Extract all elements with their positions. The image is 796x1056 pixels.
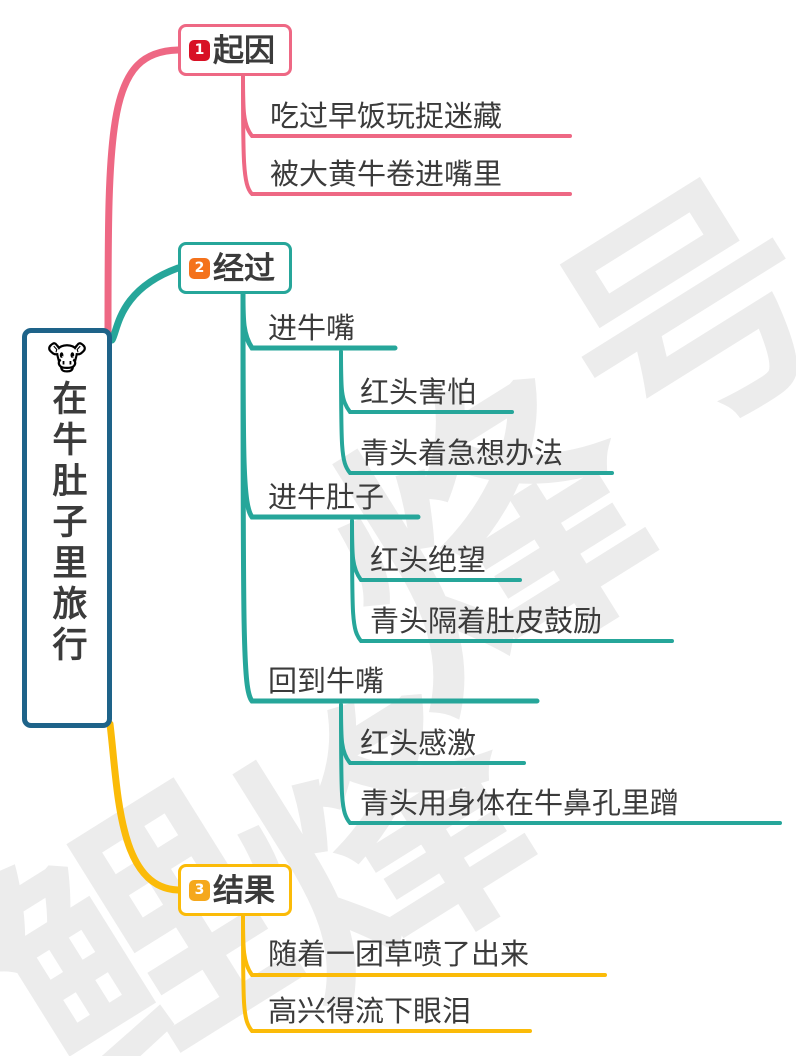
leaf-node-2-2-1[interactable]: 红头绝望 (370, 545, 487, 577)
connector-group-3 (106, 720, 182, 894)
sub-node-2-2[interactable]: 进牛肚子 (268, 482, 385, 514)
leaf-node-3-2[interactable]: 高兴得流下眼泪 (268, 996, 472, 1028)
branch-badge-2: 2 (189, 257, 210, 279)
root-node[interactable]: 🐮 在牛肚子里旅行 (22, 328, 112, 728)
leaf-node-2-3-2[interactable]: 青头用身体在牛鼻孔里蹭 (360, 788, 680, 820)
branch-label-3: 结果 (213, 872, 275, 908)
connector-group-1 (104, 46, 182, 340)
leaf-node-2-1-1[interactable]: 红头害怕 (360, 377, 477, 409)
leaf-node-2-2-2[interactable]: 青头隔着肚皮鼓励 (370, 606, 603, 638)
branch-label-1: 起因 (213, 32, 275, 68)
leaf-node-1-1[interactable]: 吃过早饭玩捉迷藏 (270, 101, 503, 133)
branch-node-2[interactable]: 2 经过 (178, 242, 292, 294)
leaf-node-3-1[interactable]: 随着一团草喷了出来 (268, 939, 530, 971)
branch-node-1[interactable]: 1 起因 (178, 24, 292, 76)
leaf-node-1-2[interactable]: 被大黄牛卷进嘴里 (270, 159, 503, 191)
sub-node-2-3[interactable]: 回到牛嘴 (268, 666, 385, 698)
sub-node-2-1[interactable]: 进牛嘴 (268, 313, 356, 345)
branch-label-2: 经过 (213, 250, 275, 286)
branch-node-3[interactable]: 3 结果 (178, 864, 292, 916)
branch-badge-3: 3 (189, 879, 210, 901)
leaf-node-2-1-2[interactable]: 青头着急想办法 (360, 438, 564, 470)
root-node-title: 在牛肚子里旅行 (47, 380, 87, 667)
connector-group-2 (108, 264, 182, 344)
branch-badge-1: 1 (189, 39, 210, 61)
cow-face-icon: 🐮 (46, 339, 88, 379)
leaf-node-2-3-1[interactable]: 红头感激 (360, 728, 477, 760)
